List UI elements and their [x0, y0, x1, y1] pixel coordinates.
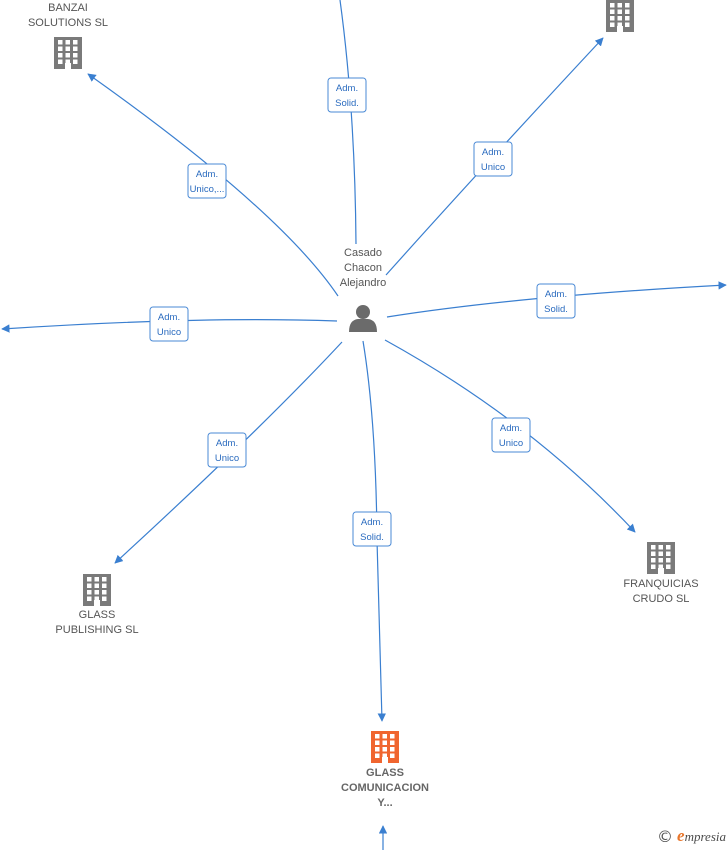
edge-label-text: Unico — [157, 327, 181, 338]
node-label-line: BANZAI — [48, 2, 88, 14]
edge-label-box — [352, 511, 392, 547]
edge-to-top — [339, 0, 357, 245]
edge-label-text: Unico — [215, 453, 239, 464]
company-name: FRANQUICIAS CRUDO SL — [623, 578, 698, 605]
edge-label-text: Adm. — [216, 438, 238, 449]
copyright-icon: © — [657, 826, 674, 846]
node-glass-publishing[interactable]: GLASS PUBLISHING SL — [55, 574, 139, 636]
edge-label-text: Adm. — [336, 83, 358, 94]
node-label-line: FRANQUICIAS — [623, 578, 698, 590]
node-label-line: CRUDO SL — [633, 593, 690, 605]
edge-label-box — [149, 306, 189, 342]
building-icon — [54, 37, 82, 69]
edge-label-to-banzai[interactable]: Adm. Unico,... — [187, 163, 227, 199]
node-label-line: GLASS — [79, 609, 116, 621]
edge-label-to-top[interactable]: Adm. Solid. — [327, 77, 367, 113]
edge-label-box — [327, 77, 367, 113]
node-label-line: PUBLISHING SL — [55, 624, 138, 636]
edge-label-text: Adm. — [158, 312, 180, 323]
node-glass-comunicacion[interactable]: GLASS COMUNICACION Y... — [341, 731, 429, 809]
edge-label-box — [187, 163, 227, 199]
node-label-line: Y... — [377, 797, 392, 809]
company-name: BANZAI SOLUTIONS SL — [28, 2, 108, 29]
edge-label-text: Solid. — [544, 304, 568, 315]
edge-label-text: Unico — [481, 162, 505, 173]
edge-label-text: Solid. — [360, 532, 384, 543]
edge-label-text: Adm. — [500, 423, 522, 434]
company-name: GLASS PUBLISHING SL — [55, 609, 138, 636]
edge-label-box — [491, 417, 531, 453]
company-name: GLASS COMUNICACION Y... — [341, 767, 429, 809]
building-icon — [606, 0, 634, 32]
edge-label-text: Adm. — [196, 169, 218, 180]
brand-logo: © empresia — [657, 826, 726, 846]
node-label-line: Chacon — [344, 262, 382, 274]
edge-label-box — [536, 283, 576, 319]
node-franquicias[interactable]: FRANQUICIAS CRUDO SL — [623, 542, 699, 605]
edge-label-text: Adm. — [482, 147, 504, 158]
node-label-line: COMUNICACION — [341, 782, 429, 794]
node-top-right[interactable] — [606, 0, 634, 32]
building-icon — [647, 542, 675, 574]
node-banzai[interactable]: BANZAI SOLUTIONS SL — [28, 2, 108, 69]
building-icon — [83, 574, 111, 606]
building-icon — [371, 731, 399, 763]
edge-label-text: Unico,... — [190, 184, 225, 195]
edge-label-to-glass-comunicacion[interactable]: Adm. Solid. — [352, 511, 392, 547]
edge-label-text: Adm. — [361, 517, 383, 528]
person-icon — [349, 305, 377, 332]
node-label-line: Alejandro — [340, 277, 386, 289]
edge-label-text: Adm. — [545, 289, 567, 300]
node-label-line: SOLUTIONS SL — [28, 17, 108, 29]
edge-label-to-left[interactable]: Adm. Unico — [149, 306, 189, 342]
edge-label-text: Unico — [499, 438, 523, 449]
edge-label-text: Solid. — [335, 98, 359, 109]
edge-label-to-glass-publishing[interactable]: Adm. Unico — [207, 432, 247, 468]
edge-label-box — [473, 141, 513, 177]
edge-to-banzai — [87, 73, 339, 297]
edge-label-to-franquicias[interactable]: Adm. Unico — [491, 417, 531, 453]
edge-label-to-right[interactable]: Adm. Solid. — [536, 283, 576, 319]
node-label-line: Casado — [344, 247, 382, 259]
edge-label-box — [207, 432, 247, 468]
brand-name: empresia — [677, 826, 726, 845]
edge-label-to-top-right[interactable]: Adm. Unico — [473, 141, 513, 177]
node-label-line: GLASS — [366, 767, 404, 779]
